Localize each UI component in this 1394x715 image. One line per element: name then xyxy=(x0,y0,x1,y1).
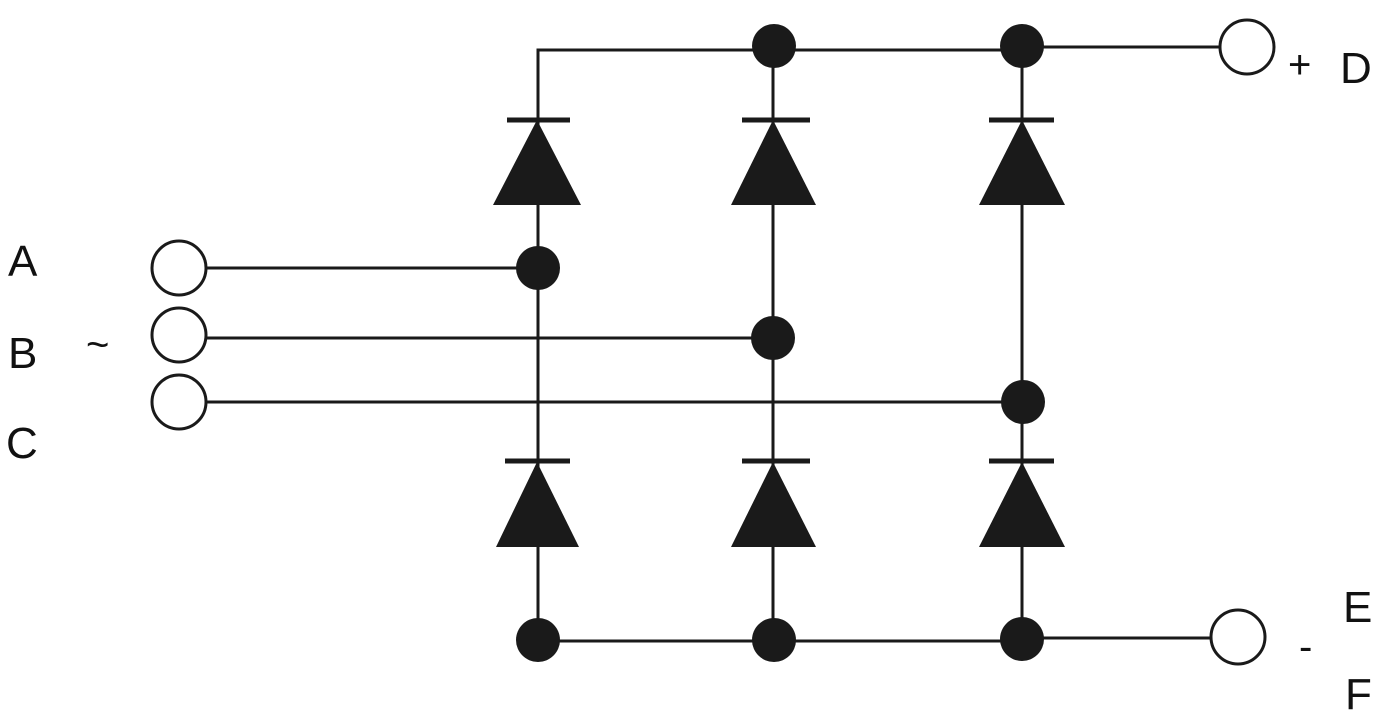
label-e: E xyxy=(1343,583,1372,632)
label-d: D xyxy=(1340,44,1372,93)
junction-top-3 xyxy=(1000,24,1044,68)
junction-bottom-1 xyxy=(516,618,560,662)
junctions xyxy=(516,24,1045,662)
diode-upper-3 xyxy=(979,117,1065,205)
junction-phase-a xyxy=(516,246,560,290)
diode-lower-3 xyxy=(979,458,1065,547)
junction-bottom-2 xyxy=(752,618,796,662)
label-b: B xyxy=(8,329,37,378)
terminal-a xyxy=(150,239,208,297)
diode-lower-1 xyxy=(496,458,579,547)
terminal-b xyxy=(150,306,208,364)
diode-upper-2 xyxy=(731,117,816,205)
label-c: C xyxy=(6,419,38,468)
terminal-c xyxy=(150,373,208,431)
wires xyxy=(205,45,1220,643)
junction-phase-b xyxy=(751,316,795,360)
minus-symbol: - xyxy=(1299,625,1312,669)
junction-bottom-3 xyxy=(1000,617,1044,661)
ac-symbol: ~ xyxy=(86,323,109,367)
terminals xyxy=(150,18,1276,666)
labels: A B C ~ + D E - F xyxy=(6,43,1372,715)
top-rail xyxy=(536,48,1022,118)
junction-top-2 xyxy=(752,24,796,68)
plus-symbol: + xyxy=(1288,43,1311,87)
terminal-positive xyxy=(1218,18,1276,76)
label-f: F xyxy=(1345,670,1372,715)
diode-lower-2 xyxy=(731,458,816,547)
terminal-negative xyxy=(1209,608,1267,666)
label-a: A xyxy=(8,237,38,286)
diode-upper-1 xyxy=(493,117,581,205)
junction-phase-c xyxy=(1001,380,1045,424)
